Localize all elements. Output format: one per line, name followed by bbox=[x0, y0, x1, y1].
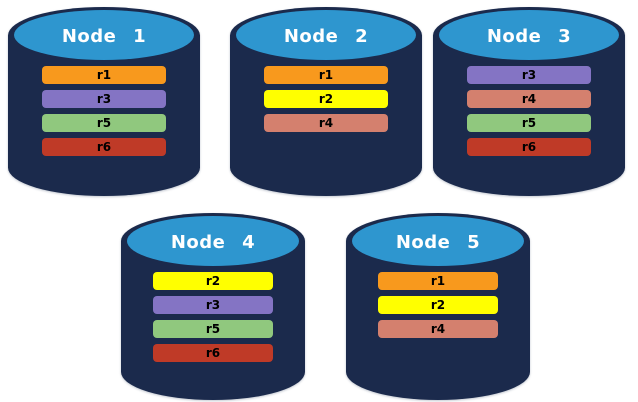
replica-bar-r5: r5 bbox=[153, 320, 273, 338]
replica-bar-r3: r3 bbox=[153, 296, 273, 314]
replica-bar-r2: r2 bbox=[378, 296, 498, 314]
replica-bar-r6: r6 bbox=[41, 138, 167, 156]
node-3: Node 3 r3 r4 r5 r6 bbox=[433, 7, 625, 196]
node-1-title: Node 1 bbox=[61, 25, 147, 47]
replica-bar-r6: r6 bbox=[466, 138, 592, 156]
replica-bar-r5: r5 bbox=[41, 114, 167, 132]
replica-bar-r1: r1 bbox=[263, 66, 389, 84]
replica-list: r1 r2 r4 bbox=[346, 272, 530, 338]
node-1: Node 1 r1 r3 r5 r6 bbox=[8, 7, 200, 196]
replica-bar-r4: r4 bbox=[263, 114, 389, 132]
cylinder-top: Node 3 bbox=[439, 10, 619, 60]
replica-bar-r2: r2 bbox=[263, 90, 389, 108]
replica-list: r3 r4 r5 r6 bbox=[433, 66, 625, 156]
node-2-title: Node 2 bbox=[283, 25, 369, 47]
replica-bar-r4: r4 bbox=[466, 90, 592, 108]
replica-list: r2 r3 r5 r6 bbox=[121, 272, 305, 362]
replica-list: r1 r2 r4 bbox=[230, 66, 422, 132]
node-5: Node 5 r1 r2 r4 bbox=[346, 213, 530, 400]
cylinder-top: Node 1 bbox=[14, 10, 194, 60]
node-5-title: Node 5 bbox=[395, 231, 481, 253]
node-4-title: Node 4 bbox=[170, 231, 256, 253]
node-4: Node 4 r2 r3 r5 r6 bbox=[121, 213, 305, 400]
cylinder-top: Node 5 bbox=[352, 216, 524, 266]
node-3-title: Node 3 bbox=[486, 25, 572, 47]
cylinder-top: Node 4 bbox=[127, 216, 299, 266]
replica-list: r1 r3 r5 r6 bbox=[8, 66, 200, 156]
node-2: Node 2 r1 r2 r4 bbox=[230, 7, 422, 196]
replica-bar-r5: r5 bbox=[466, 114, 592, 132]
replica-bar-r3: r3 bbox=[41, 90, 167, 108]
cylinder-top: Node 2 bbox=[236, 10, 416, 60]
replica-bar-r1: r1 bbox=[41, 66, 167, 84]
replica-bar-r1: r1 bbox=[378, 272, 498, 290]
replica-bar-r2: r2 bbox=[153, 272, 273, 290]
replica-bar-r3: r3 bbox=[466, 66, 592, 84]
replica-bar-r6: r6 bbox=[153, 344, 273, 362]
replica-bar-r4: r4 bbox=[378, 320, 498, 338]
